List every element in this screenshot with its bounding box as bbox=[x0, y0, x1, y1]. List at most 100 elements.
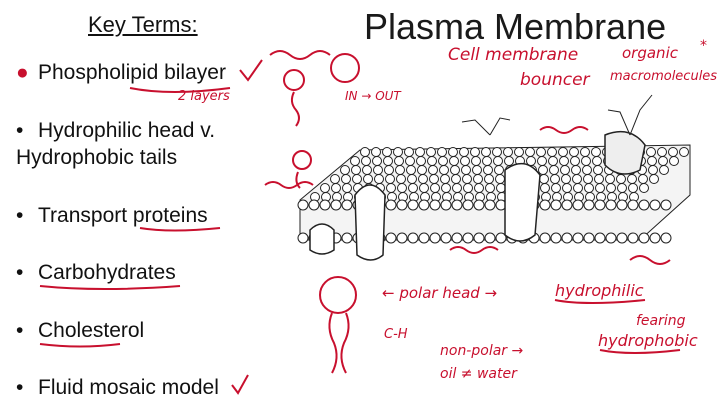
annotation-macromolecules: macromolecules bbox=[610, 69, 717, 84]
squiggle bbox=[449, 246, 499, 254]
lipid-head bbox=[429, 199, 441, 211]
lipid-head bbox=[539, 232, 551, 244]
term-cholesterol: •Cholesterol bbox=[16, 318, 144, 344]
lipid-head bbox=[473, 199, 485, 211]
check-mark-icon bbox=[239, 59, 263, 82]
lipid-head bbox=[451, 232, 463, 244]
lipid-head bbox=[539, 199, 551, 211]
underline-cholesterol bbox=[39, 343, 121, 348]
lipid-head bbox=[659, 165, 669, 175]
lipid-head bbox=[627, 199, 639, 211]
term-label: Hydrophilic head v. bbox=[38, 119, 216, 142]
lipid-head bbox=[605, 199, 617, 211]
lipid-head bbox=[440, 232, 452, 244]
star-icon: * bbox=[700, 38, 707, 54]
annotation-hydrophilic: hydrophilic bbox=[555, 281, 644, 300]
bullet-icon: • bbox=[16, 119, 24, 142]
bullet-icon: • bbox=[16, 261, 24, 284]
underline-bilayer bbox=[129, 87, 231, 93]
bullet-icon: ● bbox=[16, 61, 29, 84]
phospholipid-sketch bbox=[283, 53, 360, 189]
annotation-organic: organic bbox=[622, 44, 679, 62]
lipid-head bbox=[649, 199, 661, 211]
lipid-head bbox=[396, 232, 408, 244]
lipid-head bbox=[605, 232, 617, 244]
lipid-head bbox=[484, 232, 496, 244]
lipid-head bbox=[638, 199, 650, 211]
term-transport-proteins: • Transport proteins bbox=[16, 203, 208, 229]
lipid-head bbox=[407, 232, 419, 244]
underline-carbohydrates bbox=[39, 285, 181, 290]
squiggle bbox=[264, 181, 314, 189]
term-fluid-mosaic-model: •Fluid mosaic model bbox=[16, 375, 219, 401]
lipid-head bbox=[594, 232, 606, 244]
annotation-oil-water: oil ≠ water bbox=[440, 366, 518, 382]
annotation-bouncer: bouncer bbox=[520, 70, 591, 90]
annotation-cell-membrane: Cell membrane bbox=[448, 45, 578, 65]
lipid-head bbox=[627, 232, 639, 244]
lipid-head bbox=[616, 232, 628, 244]
lipid-head bbox=[341, 232, 353, 244]
lipid-head bbox=[473, 232, 485, 244]
lipid-head bbox=[616, 199, 628, 211]
term-hydrophobic-tails: Hydrophobic tails bbox=[16, 145, 177, 171]
annotation-ch: C-H bbox=[384, 327, 408, 342]
lipid-head bbox=[418, 232, 430, 244]
lipid-head bbox=[385, 199, 397, 211]
lipid-head bbox=[583, 199, 595, 211]
lipid-head bbox=[561, 199, 573, 211]
lipid-head bbox=[297, 199, 309, 211]
lipid-head bbox=[451, 199, 463, 211]
lipid-head bbox=[319, 199, 331, 211]
term-label: Hydrophobic tails bbox=[16, 146, 178, 169]
lipid-head bbox=[462, 232, 474, 244]
lipid-head bbox=[550, 232, 562, 244]
lipid-head bbox=[572, 232, 584, 244]
lipid-head bbox=[550, 199, 562, 211]
lipid-head bbox=[649, 174, 659, 184]
slide-title: Plasma Membrane bbox=[364, 6, 667, 47]
lipid-head bbox=[639, 183, 649, 193]
annotation-hydrophobic: hydrophobic bbox=[598, 331, 698, 350]
lipid-head bbox=[669, 156, 679, 166]
lipid-head bbox=[385, 232, 397, 244]
term-label: Transport proteins bbox=[38, 204, 208, 227]
lipid-head bbox=[407, 199, 419, 211]
key-terms-heading: Key Terms: bbox=[88, 12, 198, 37]
lipid-head bbox=[660, 199, 672, 211]
lipid-head bbox=[462, 199, 474, 211]
squiggle bbox=[629, 255, 671, 265]
lipid-head bbox=[429, 232, 441, 244]
lipid-head bbox=[484, 199, 496, 211]
annotation-nonpolar: non-polar → bbox=[440, 343, 523, 359]
carbohydrate-chain bbox=[461, 94, 653, 136]
lipid-head bbox=[330, 199, 342, 211]
lipid-head bbox=[341, 199, 353, 211]
underline-transport bbox=[139, 227, 221, 232]
lipid-head bbox=[297, 232, 309, 244]
term-phospholipid-bilayer: ● Phospholipid bilayer bbox=[16, 60, 226, 86]
term-carbohydrates: • Carbohydrates bbox=[16, 260, 176, 286]
lipid-head bbox=[440, 199, 452, 211]
bullet-icon: • bbox=[16, 204, 24, 227]
term-label: Carbohydrates bbox=[38, 261, 176, 284]
lipid-head bbox=[594, 199, 606, 211]
lipid-head bbox=[396, 199, 408, 211]
term-hydrophilic-head: • Hydrophilic head v. bbox=[16, 118, 215, 144]
lipid-head bbox=[572, 199, 584, 211]
underline-hydrophobic bbox=[599, 349, 681, 354]
check-mark-icon bbox=[231, 374, 249, 395]
annotation-in-out: IN → OUT bbox=[345, 89, 402, 103]
polar-head-circle bbox=[319, 276, 357, 314]
lipid-head bbox=[649, 232, 661, 244]
annotation-fearing: fearing bbox=[636, 313, 686, 329]
annotation-two-layers: 2 layers bbox=[178, 89, 230, 104]
annotation-polar-head: ← polar head → bbox=[382, 284, 497, 302]
term-label: Phospholipid bilayer bbox=[38, 61, 226, 84]
transport-protein bbox=[309, 130, 646, 261]
term-label: Cholesterol bbox=[38, 319, 145, 342]
lipid-head bbox=[561, 232, 573, 244]
lipid-head bbox=[495, 232, 507, 244]
